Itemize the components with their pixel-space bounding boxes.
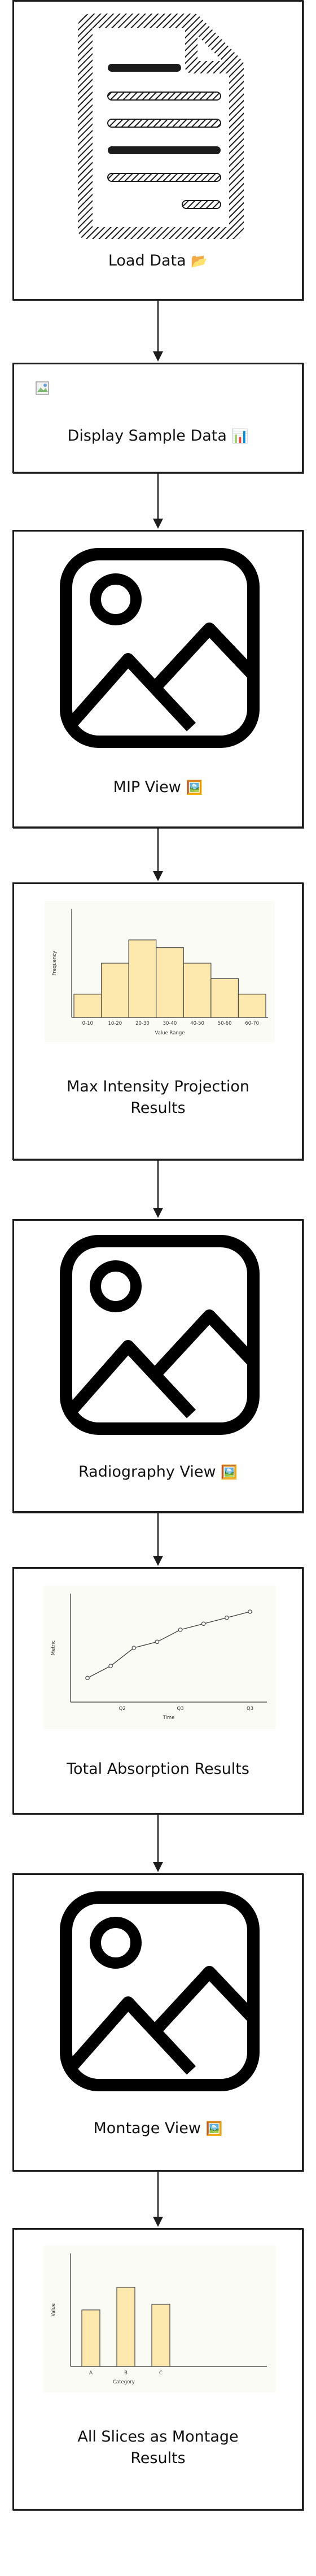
node-label: Max Intensity Projection Results	[14, 1076, 302, 1119]
document-icon	[78, 14, 244, 239]
picture-icon: 🖼️	[186, 780, 203, 795]
y-axis-label: Metric	[51, 1640, 56, 1655]
x-axis-label: Category	[113, 2379, 135, 2385]
node-label-text: Total Absorption Results	[67, 1760, 249, 1778]
x-tick-label: B	[124, 2370, 128, 2376]
x-tick-label: C	[159, 2370, 163, 2376]
bar	[81, 2309, 100, 2367]
y-axis-label: Frequency	[52, 951, 58, 976]
node-label-text: All Slices as Montage Results	[77, 2428, 239, 2467]
x-tick-label: A	[89, 2370, 93, 2376]
node-label: Load Data 📂	[14, 250, 302, 272]
picture-icon: 🖼️	[205, 2121, 223, 2136]
x-tick-label: 60-70	[245, 1021, 259, 1026]
node-label: All Slices as Montage Results	[14, 2426, 302, 2469]
image-placeholder-icon	[60, 1891, 260, 2091]
load-data-node[interactable]: Load Data 📂	[12, 0, 304, 301]
bar-chart: A B C Category Value	[43, 2246, 276, 2392]
histogram-bar	[73, 994, 102, 1018]
flow-arrow	[153, 2172, 163, 2227]
histogram-bar	[100, 963, 129, 1018]
data-point	[178, 1628, 183, 1632]
node-label: Radiography View 🖼️	[14, 1461, 302, 1483]
node-label: MIP View 🖼️	[14, 777, 302, 798]
node-label: Montage View 🖼️	[14, 2118, 302, 2139]
x-tick-label: Q3	[177, 1706, 184, 1712]
data-point	[155, 1639, 160, 1644]
image-placeholder-icon	[60, 548, 260, 748]
x-axis-label: Value Range	[155, 1030, 185, 1036]
histogram-bar	[156, 947, 184, 1018]
node-label-text: MIP View	[113, 778, 181, 796]
flow-arrow	[153, 1814, 163, 1872]
node-label-text: Load Data	[108, 252, 186, 269]
radiography-view-node[interactable]: Radiography View 🖼️	[12, 1219, 304, 1513]
node-label-text: Montage View	[93, 2120, 201, 2137]
x-tick-label: 30-40	[163, 1021, 177, 1026]
histogram-bar	[183, 963, 212, 1018]
x-tick-label: 20-30	[135, 1021, 150, 1026]
y-axis-label: Value	[51, 2303, 56, 2316]
data-point	[108, 1664, 113, 1668]
flow-arrow	[153, 1160, 163, 1218]
node-label: Display Sample Data 📊	[14, 425, 302, 447]
data-point	[225, 1615, 229, 1620]
x-axis-label: Time	[163, 1715, 175, 1721]
histogram-chart: 0-10 10-20 20-30 30-40 40-50 50-60 60-70Value …	[45, 901, 275, 1042]
flow-arrow	[153, 828, 163, 881]
x-tick-label: Q2	[119, 1706, 126, 1712]
broken-image-icon	[36, 381, 49, 395]
data-point	[201, 1621, 206, 1626]
montage-view-node[interactable]: Montage View 🖼️	[12, 1873, 304, 2172]
all-slices-montage-results-node[interactable]: A B C Category Value All Slices as Montage R…	[12, 2228, 304, 2510]
histogram-bar	[128, 939, 157, 1018]
x-tick-label: Q3	[247, 1706, 253, 1712]
node-label: Total Absorption Results	[14, 1759, 302, 1780]
x-tick-label: 10-20	[108, 1021, 122, 1026]
node-label-text: Display Sample Data	[67, 427, 227, 445]
data-point	[85, 1676, 90, 1681]
flow-arrow	[153, 301, 163, 362]
bar	[116, 2287, 135, 2367]
node-label-text: Max Intensity Projection Results	[66, 1078, 249, 1117]
bar	[151, 2304, 170, 2367]
data-point	[131, 1646, 137, 1650]
mip-view-node[interactable]: MIP View 🖼️	[12, 530, 304, 828]
x-tick-label: 0-10	[82, 1021, 93, 1026]
histogram-bar	[238, 994, 266, 1018]
histogram-bar	[210, 978, 239, 1018]
x-tick-label: 40-50	[190, 1021, 204, 1026]
flow-arrow	[153, 1513, 163, 1566]
data-point	[248, 1609, 252, 1614]
node-label-text: Radiography View	[78, 1463, 216, 1481]
flow-arrow	[153, 473, 163, 529]
chart-icon: 📊	[231, 428, 249, 444]
image-placeholder-icon	[60, 1235, 260, 1435]
x-tick-label: 50-60	[218, 1021, 232, 1026]
folder-icon: 📂	[191, 253, 208, 269]
picture-icon: 🖼️	[221, 1464, 238, 1480]
display-sample-data-node[interactable]: Display Sample Data 📊	[12, 363, 304, 473]
series-line	[87, 1611, 251, 1678]
